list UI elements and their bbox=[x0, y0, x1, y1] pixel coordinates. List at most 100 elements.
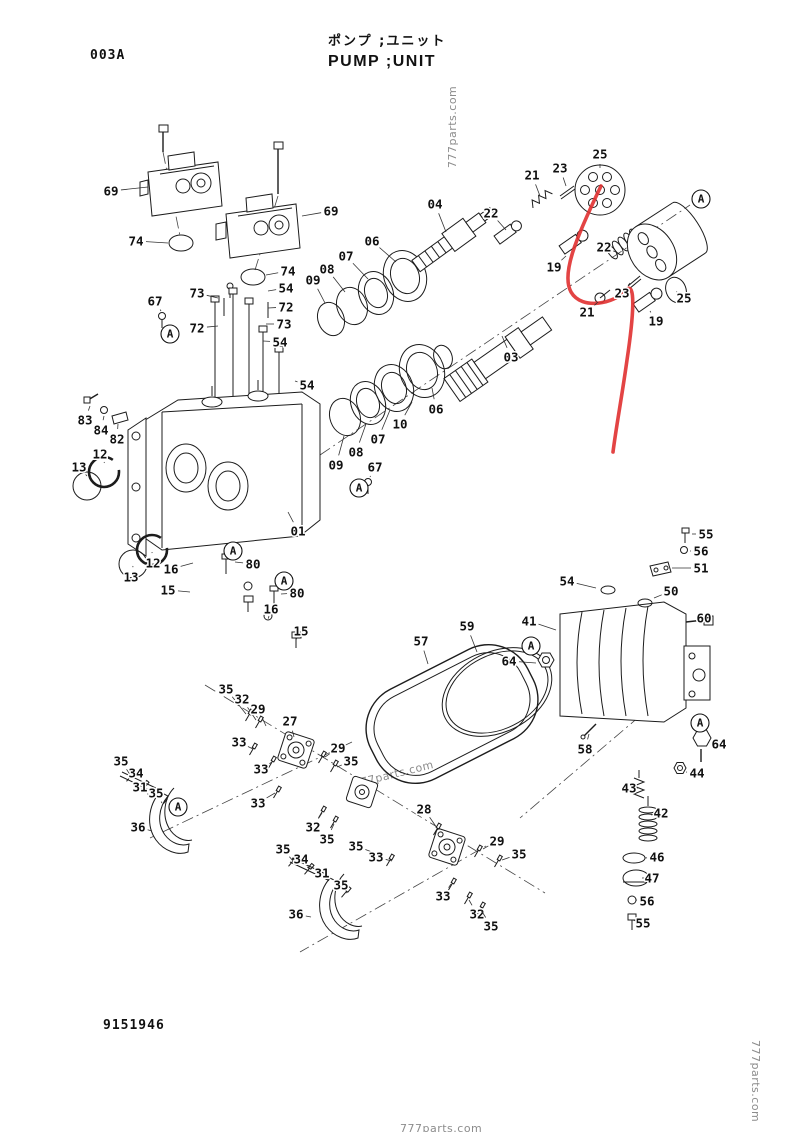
callout-A: A bbox=[281, 575, 288, 588]
leader-line bbox=[295, 637, 298, 640]
callout-64: 64 bbox=[711, 737, 726, 752]
leader-line bbox=[423, 650, 429, 665]
valve-assembly-drawing bbox=[139, 124, 301, 298]
control-linkage-drawing bbox=[119, 708, 503, 940]
leader-line bbox=[345, 891, 348, 894]
callout-32: 32 bbox=[469, 907, 484, 922]
bearing-set-lower-drawing bbox=[328, 344, 453, 437]
callout-35: 35 bbox=[319, 832, 334, 847]
leader-line bbox=[324, 753, 331, 758]
leader-line bbox=[404, 401, 413, 416]
leader-line bbox=[613, 250, 617, 253]
leader-line bbox=[431, 387, 435, 400]
callout-58: 58 bbox=[577, 742, 592, 757]
callout-22: 22 bbox=[596, 240, 611, 255]
callout-33: 33 bbox=[231, 735, 246, 750]
leader-line bbox=[448, 883, 452, 888]
drive-shaft-04-drawing bbox=[411, 206, 496, 273]
callout-72: 72 bbox=[278, 300, 293, 315]
regulator-assembly-drawing bbox=[537, 527, 714, 930]
callout-27: 27 bbox=[282, 714, 297, 729]
callout-03: 03 bbox=[503, 350, 518, 365]
leader-line bbox=[468, 899, 473, 906]
callout-34: 34 bbox=[293, 852, 308, 867]
ref-circle-A bbox=[223, 541, 243, 561]
leader-line bbox=[482, 845, 489, 850]
callout-60: 60 bbox=[696, 611, 711, 626]
leader-line bbox=[266, 792, 276, 799]
shift-fork-drawing bbox=[289, 857, 363, 940]
small-bolts bbox=[126, 708, 503, 915]
page-title-japanese: ポンプ ;ユニット bbox=[328, 34, 447, 49]
callout-51: 51 bbox=[693, 561, 708, 576]
page-title-english: PUMP ;UNIT bbox=[328, 53, 437, 70]
callout-29: 29 bbox=[489, 834, 504, 849]
callout-44: 44 bbox=[689, 766, 704, 781]
shaft-03-drawing bbox=[443, 316, 553, 403]
leader-line bbox=[429, 817, 438, 829]
callout-55: 55 bbox=[698, 527, 713, 542]
callout-83: 83 bbox=[77, 413, 92, 428]
leader-line bbox=[180, 562, 194, 567]
callout-19: 19 bbox=[648, 314, 663, 329]
leader-line bbox=[497, 220, 507, 231]
leader-line bbox=[292, 730, 295, 738]
leader-line bbox=[365, 849, 373, 853]
callout-19: 19 bbox=[546, 260, 561, 275]
leader-line bbox=[261, 717, 267, 727]
callout-72: 72 bbox=[189, 321, 204, 336]
callout-A: A bbox=[167, 328, 174, 341]
leader-line bbox=[676, 291, 678, 293]
leader-line bbox=[330, 823, 335, 831]
leader-line bbox=[269, 761, 273, 764]
callout-33: 33 bbox=[250, 796, 265, 811]
callout-35: 35 bbox=[483, 919, 498, 934]
leader-line bbox=[438, 213, 447, 233]
leader-line bbox=[318, 812, 323, 819]
leader-line bbox=[301, 212, 322, 217]
leader-line bbox=[332, 276, 346, 293]
callout-32: 32 bbox=[305, 820, 320, 835]
leader-line bbox=[147, 793, 151, 797]
callout-A: A bbox=[230, 545, 237, 558]
callout-74: 74 bbox=[128, 234, 143, 249]
leader-line bbox=[480, 909, 487, 918]
callout-12: 12 bbox=[145, 556, 160, 571]
leader-line bbox=[305, 915, 312, 918]
leader-line bbox=[234, 561, 244, 564]
callout-35: 35 bbox=[113, 754, 128, 769]
callout-21: 21 bbox=[579, 305, 594, 320]
callout-15: 15 bbox=[160, 583, 175, 598]
leader-line bbox=[306, 866, 310, 870]
leader-line bbox=[379, 247, 397, 263]
callout-35: 35 bbox=[343, 754, 358, 769]
callout-35: 35 bbox=[148, 786, 163, 801]
callout-42: 42 bbox=[653, 806, 668, 821]
leader-line bbox=[369, 475, 371, 478]
callout-36: 36 bbox=[130, 820, 145, 835]
leader-line bbox=[561, 255, 567, 261]
callout-46: 46 bbox=[649, 850, 664, 865]
leader-line bbox=[317, 288, 326, 304]
leader-line bbox=[160, 801, 163, 804]
leader-line bbox=[338, 435, 345, 456]
callout-10: 10 bbox=[392, 417, 407, 432]
callout-29: 29 bbox=[330, 741, 345, 756]
valve-parts-top-drawing bbox=[493, 164, 626, 245]
callout-41: 41 bbox=[521, 614, 536, 629]
leader-line bbox=[381, 409, 391, 430]
callout-54: 54 bbox=[278, 281, 293, 296]
leader-line bbox=[294, 380, 298, 383]
callout-69: 69 bbox=[323, 204, 338, 219]
callout-47: 47 bbox=[644, 871, 659, 886]
ref-circle-A bbox=[168, 797, 188, 817]
callout-01: 01 bbox=[290, 524, 305, 539]
leader-line bbox=[265, 272, 279, 276]
leader-line bbox=[633, 919, 637, 922]
leader-line bbox=[501, 335, 508, 348]
callout-A: A bbox=[356, 482, 363, 495]
callout-43: 43 bbox=[621, 781, 636, 796]
